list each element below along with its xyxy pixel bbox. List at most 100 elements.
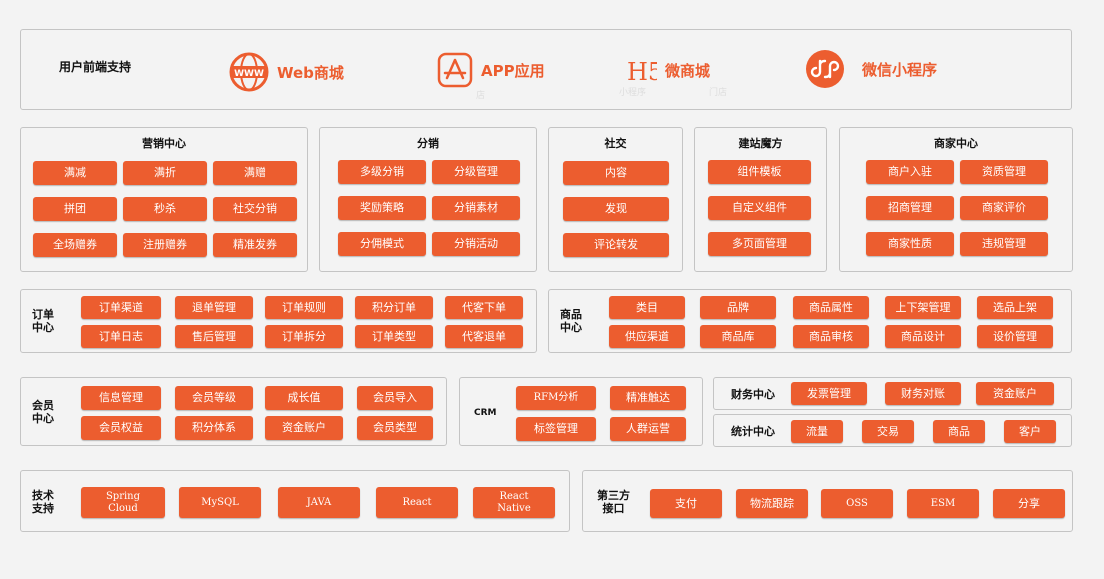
front-end-support-label: 用户前端支持 xyxy=(59,60,132,74)
crm-item[interactable]: 人群运营 xyxy=(610,417,686,441)
merchant-item[interactable]: 招商管理 xyxy=(866,196,954,220)
merchant-item[interactable]: 资质管理 xyxy=(960,160,1048,184)
goods-item[interactable]: 供应渠道 xyxy=(609,325,685,348)
goods-item[interactable]: 商品属性 xyxy=(793,296,869,319)
tech-support-title: 技术 支持 xyxy=(32,489,54,515)
merchant-item[interactable]: 商家性质 xyxy=(866,232,954,256)
member-item[interactable]: 会员等级 xyxy=(175,386,253,410)
member-item[interactable]: 积分体系 xyxy=(175,416,253,440)
member-center-panel: 会员 中心 信息管理 会员等级 成长值 会员导入 会员权益 积分体系 资金账户 … xyxy=(20,377,447,446)
distribution-item[interactable]: 分级管理 xyxy=(432,160,520,184)
member-item[interactable]: 会员权益 xyxy=(81,416,161,440)
finance-item[interactable]: 财务对账 xyxy=(885,382,961,405)
tech-item[interactable]: MySQL xyxy=(179,487,261,518)
stats-center-panel: 统计中心 流量 交易 商品 客户 xyxy=(713,414,1072,447)
tech-item[interactable]: Spring Cloud xyxy=(81,487,165,518)
site-builder-title: 建站魔方 xyxy=(738,137,783,150)
order-center-title: 订单 中心 xyxy=(32,308,54,334)
merchant-item[interactable]: 商户入驻 xyxy=(866,160,954,184)
distribution-item[interactable]: 奖励策略 xyxy=(338,196,426,220)
goods-center-title: 商品 中心 xyxy=(560,308,582,334)
mini-program-label: 微信小程序 xyxy=(862,60,938,79)
h5-mall-label: 微商城 xyxy=(665,61,711,80)
order-item[interactable]: 订单规则 xyxy=(265,296,343,319)
third-party-item[interactable]: OSS xyxy=(821,489,893,518)
finance-center-title: 财务中心 xyxy=(731,388,775,401)
goods-item[interactable]: 设价管理 xyxy=(977,325,1053,348)
stats-item[interactable]: 流量 xyxy=(791,420,843,443)
distribution-title: 分销 xyxy=(417,137,439,150)
faint-label: 小程序 xyxy=(619,88,647,98)
member-item[interactable]: 信息管理 xyxy=(81,386,161,410)
goods-item[interactable]: 商品审核 xyxy=(793,325,869,348)
order-item[interactable]: 退单管理 xyxy=(175,296,253,319)
crm-item[interactable]: 精准触达 xyxy=(610,386,686,410)
marketing-item[interactable]: 满折 xyxy=(123,161,207,185)
social-item[interactable]: 发现 xyxy=(563,197,669,221)
tech-item[interactable]: React xyxy=(376,487,458,518)
faint-label: 门店 xyxy=(709,88,728,98)
crm-item[interactable]: 标签管理 xyxy=(516,417,596,441)
tech-item[interactable]: React Native xyxy=(473,487,555,518)
order-item[interactable]: 订单日志 xyxy=(81,325,161,348)
order-item[interactable]: 代客下单 xyxy=(445,296,523,319)
social-item[interactable]: 内容 xyxy=(563,161,669,185)
marketing-item[interactable]: 注册赠券 xyxy=(123,233,207,257)
crm-item[interactable]: RFM分析 xyxy=(516,386,596,410)
finance-item[interactable]: 资金账户 xyxy=(976,382,1054,405)
third-party-item[interactable]: 分享 xyxy=(993,489,1065,518)
goods-item[interactable]: 上下架管理 xyxy=(885,296,961,319)
order-item[interactable]: 售后管理 xyxy=(175,325,253,348)
third-party-item[interactable]: 物流跟踪 xyxy=(736,489,808,518)
marketing-item[interactable]: 全场赠券 xyxy=(33,233,117,257)
marketing-item[interactable]: 满赠 xyxy=(213,161,297,185)
distribution-item[interactable]: 多级分销 xyxy=(338,160,426,184)
goods-item[interactable]: 选品上架 xyxy=(977,296,1053,319)
member-item[interactable]: 会员类型 xyxy=(357,416,433,440)
goods-item[interactable]: 商品设计 xyxy=(885,325,961,348)
marketing-item[interactable]: 秒杀 xyxy=(123,197,207,221)
stats-item[interactable]: 客户 xyxy=(1004,420,1056,443)
distribution-panel: 分销 多级分销 分级管理 奖励策略 分销素材 分佣模式 分销活动 xyxy=(319,127,537,272)
member-item[interactable]: 会员导入 xyxy=(357,386,433,410)
merchant-item[interactable]: 违规管理 xyxy=(960,232,1048,256)
goods-item[interactable]: 品牌 xyxy=(700,296,776,319)
marketing-item[interactable]: 满减 xyxy=(33,161,117,185)
tech-item[interactable]: JAVA xyxy=(278,487,360,518)
order-item[interactable]: 积分订单 xyxy=(355,296,433,319)
site-builder-item[interactable]: 自定义组件 xyxy=(708,196,811,220)
site-builder-item[interactable]: 多页面管理 xyxy=(708,232,811,256)
goods-item[interactable]: 类目 xyxy=(609,296,685,319)
member-item[interactable]: 资金账户 xyxy=(265,416,343,440)
stats-item[interactable]: 商品 xyxy=(933,420,985,443)
distribution-item[interactable]: 分销素材 xyxy=(432,196,520,220)
finance-center-panel: 财务中心 发票管理 财务对账 资金账户 xyxy=(713,377,1072,410)
finance-item[interactable]: 发票管理 xyxy=(791,382,867,405)
site-builder-item[interactable]: 组件模板 xyxy=(708,160,811,184)
member-item[interactable]: 成长值 xyxy=(265,386,343,410)
app-label: APP应用 xyxy=(481,61,545,80)
member-center-title: 会员 中心 xyxy=(32,399,54,425)
order-item[interactable]: 订单类型 xyxy=(355,325,433,348)
marketing-item[interactable]: 精准发券 xyxy=(213,233,297,257)
site-builder-panel: 建站魔方 组件模板 自定义组件 多页面管理 xyxy=(694,127,827,272)
distribution-item[interactable]: 分佣模式 xyxy=(338,232,426,256)
marketing-item[interactable]: 拼团 xyxy=(33,197,117,221)
mini-program-item: 微信小程序 xyxy=(806,50,937,88)
marketing-center-title: 营销中心 xyxy=(142,137,186,150)
web-mall-label: Web商城 xyxy=(277,63,344,82)
marketing-item[interactable]: 社交分销 xyxy=(213,197,297,221)
stats-item[interactable]: 交易 xyxy=(862,420,914,443)
third-party-title: 第三方 接口 xyxy=(597,489,630,515)
order-item[interactable]: 订单渠道 xyxy=(81,296,161,319)
distribution-item[interactable]: 分销活动 xyxy=(432,232,520,256)
merchant-item[interactable]: 商家评价 xyxy=(960,196,1048,220)
goods-item[interactable]: 商品库 xyxy=(700,325,776,348)
www-icon-text: WWW xyxy=(234,69,264,79)
social-item[interactable]: 评论转发 xyxy=(563,233,669,257)
app-item: APP应用 xyxy=(437,52,545,88)
third-party-item[interactable]: 支付 xyxy=(650,489,722,518)
order-item[interactable]: 代客退单 xyxy=(445,325,523,348)
third-party-item[interactable]: ESM xyxy=(907,489,979,518)
order-item[interactable]: 订单拆分 xyxy=(265,325,343,348)
